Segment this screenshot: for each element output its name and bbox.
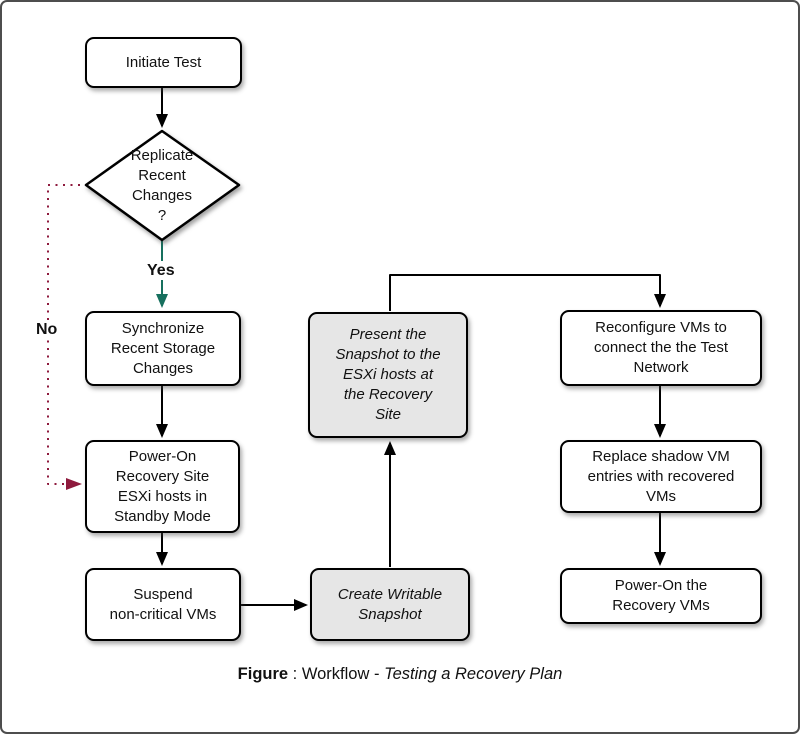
caption-title: Testing a Recovery Plan	[384, 665, 563, 683]
edge-label-no: No	[33, 320, 61, 339]
node-replace-shadow-vms: Replace shadow VM entries with recovered…	[560, 440, 762, 513]
decision-diamond-shape	[84, 129, 241, 242]
node-poweron-recovery-vms: Power-On the Recovery VMs	[560, 568, 762, 624]
node-synchronize-storage: Synchronize Recent Storage Changes	[85, 311, 241, 386]
node-poweron-standby-hosts: Power-On Recovery Site ESXi hosts in Sta…	[85, 440, 240, 533]
node-suspend-vms: Suspend non-critical VMs	[85, 568, 241, 641]
caption-figure-word: Figure	[237, 665, 289, 683]
edge-label-yes: Yes	[144, 261, 178, 280]
edge-present-to-reconfigure	[389, 274, 666, 311]
node-present-snapshot: Present the Snapshot to the ESXi hosts a…	[308, 312, 468, 438]
node-initiate-test: Initiate Test	[85, 37, 242, 88]
node-reconfigure-vms: Reconfigure VMs to connect the the Test …	[560, 310, 762, 386]
figure-caption: Figure : Workflow - Testing a Recovery P…	[0, 663, 800, 685]
node-decision-replicate-changes: Replicate Recent Changes ?	[130, 147, 194, 224]
caption-middle: : Workflow -	[288, 665, 385, 683]
node-create-writable-snapshot: Create Writable Snapshot	[310, 568, 470, 641]
